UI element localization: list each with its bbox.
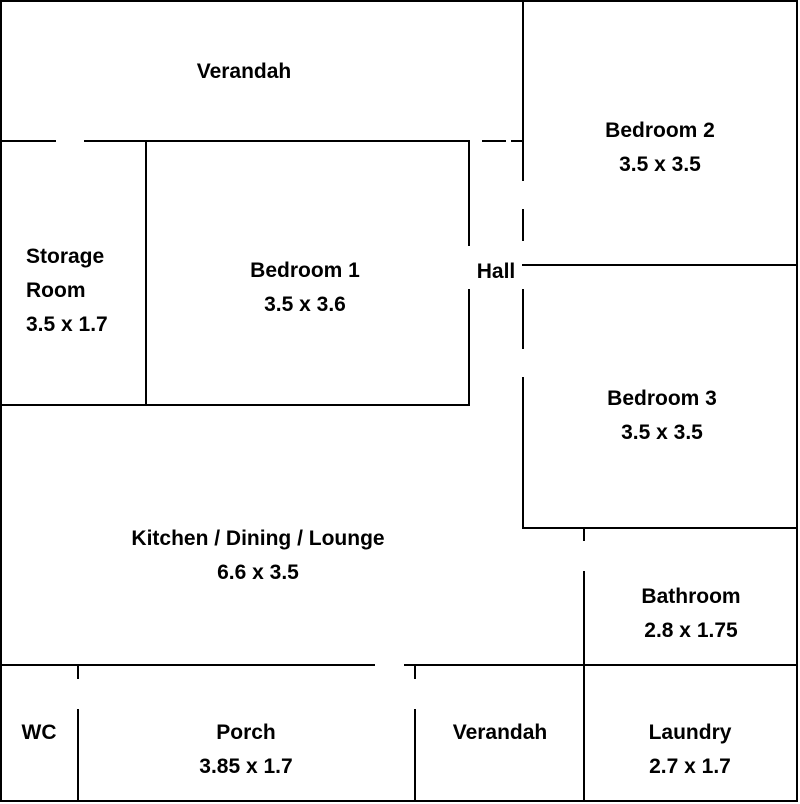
room-name: Bedroom 2	[605, 119, 715, 142]
room-dimensions: 3.5 x 3.5	[619, 153, 701, 176]
room-dimensions: 3.5 x 3.5	[621, 421, 703, 444]
room-name-line1: Storage	[26, 245, 105, 268]
room-name: Porch	[216, 721, 276, 744]
room-verandah-top: Verandah	[164, 55, 324, 89]
room-name: Bedroom 1	[250, 259, 360, 282]
room-storage: Storage Room 3.5 x 1.7	[0, 240, 146, 342]
room-dimensions: 2.7 x 1.7	[649, 755, 731, 778]
room-wc: WC	[2, 716, 76, 750]
room-name: WC	[21, 721, 57, 744]
room-name: Verandah	[196, 60, 292, 83]
room-dimensions: 3.5 x 3.6	[264, 293, 346, 316]
room-kitchen-dining-lounge: Kitchen / Dining / Lounge 6.6 x 3.5	[98, 522, 418, 590]
room-name: Bathroom	[641, 585, 741, 608]
room-bathroom: Bathroom 2.8 x 1.75	[611, 580, 771, 648]
room-bedroom-1: Bedroom 1 3.5 x 3.6	[225, 254, 385, 322]
room-dimensions: 3.5 x 1.7	[26, 313, 108, 336]
room-bedroom-2: Bedroom 2 3.5 x 3.5	[580, 114, 740, 182]
room-dimensions: 2.8 x 1.75	[644, 619, 738, 642]
room-name: Bedroom 3	[607, 387, 717, 410]
room-hall: Hall	[470, 255, 522, 289]
room-dimensions: 6.6 x 3.5	[217, 561, 299, 584]
room-name: Verandah	[452, 721, 548, 744]
room-porch: Porch 3.85 x 1.7	[166, 716, 326, 784]
room-dimensions: 3.85 x 1.7	[199, 755, 293, 778]
room-name-line2: Room	[26, 279, 86, 302]
room-bedroom-3: Bedroom 3 3.5 x 3.5	[582, 382, 742, 450]
room-name: Laundry	[648, 721, 732, 744]
room-laundry: Laundry 2.7 x 1.7	[610, 716, 770, 784]
room-name: Hall	[476, 260, 516, 283]
room-name: Kitchen / Dining / Lounge	[131, 527, 385, 550]
room-verandah-bottom: Verandah	[420, 716, 580, 750]
